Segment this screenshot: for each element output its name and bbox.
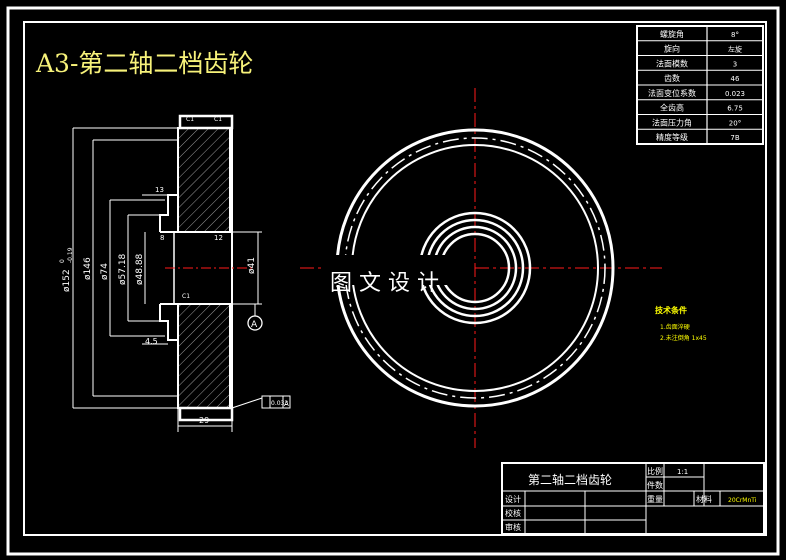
param-label: 法面模数 [656, 58, 688, 68]
review-label: 审核 [505, 522, 521, 532]
front-view: 图 文 设 计 [300, 88, 662, 448]
section-view: A 0.033 A ø152 0 -0.19 ø146 ø74 ø57.18 ø… [59, 114, 291, 432]
scale-value: 1:1 [677, 468, 688, 476]
param-value: 6.75 [727, 105, 743, 113]
dim-outer-diameter: ø152 [62, 269, 72, 292]
chamfer-label-1: C1 [186, 116, 194, 123]
section-hatch-upper [177, 127, 231, 233]
material-value: 20CrMnTi [728, 497, 757, 504]
param-label: 旋向 [664, 44, 680, 54]
param-value: 20° [729, 119, 741, 127]
dim-outer-tol-upper: 0 [59, 259, 66, 263]
weight-label: 重量 [647, 494, 663, 504]
inner-frame [23, 21, 767, 536]
datum-a-circle [247, 315, 263, 331]
section-hatch-lower [177, 303, 231, 409]
check-label: 校核 [505, 508, 521, 518]
dim-146: ø146 [83, 257, 93, 280]
param-label: 精度等级 [656, 132, 688, 142]
chamfer-label-2: C1 [214, 116, 222, 123]
dim-8: 8 [160, 234, 164, 242]
param-value: 46 [731, 75, 740, 83]
outer-frame [6, 6, 780, 556]
param-value: 左旋 [728, 45, 742, 54]
drawing-title: A3-第二轴二档齿轮 [35, 49, 253, 78]
tech-note-1: 1.齿面淬硬 [660, 323, 690, 331]
dim-29: 29 [199, 416, 209, 425]
dim-57: ø57.18 [118, 253, 128, 285]
tolerance-frame: 0.033 A [261, 395, 291, 409]
tech-notes-heading: 技术条件 [655, 305, 687, 315]
tech-notes: 技术条件 1.齿面淬硬 2.未注倒角 1x45 [655, 305, 707, 342]
watermark: 图 文 设 计 [330, 271, 439, 296]
tech-note-2: 2.未注倒角 1x45 [660, 334, 707, 342]
dim-48: ø48.88 [135, 253, 145, 285]
param-label: 齿数 [664, 73, 680, 83]
count-label: 件数 [647, 480, 663, 490]
svg-text:A: A [284, 400, 289, 408]
param-value: 0.023 [725, 90, 745, 98]
param-label: 法面压力角 [652, 117, 692, 127]
dim-outer-tol-lower: -0.19 [67, 247, 74, 263]
material-label: 材料 [696, 494, 712, 504]
design-label: 设计 [505, 494, 521, 504]
dim-45: 4.5 [145, 337, 158, 346]
dim-74: ø74 [100, 263, 110, 280]
param-label: 全齿高 [660, 103, 684, 113]
title-block-name: 第二轴二档齿轮 [528, 472, 612, 487]
svg-text:0.033: 0.033 [271, 400, 288, 407]
param-label: 螺旋角 [660, 29, 684, 39]
param-value: 7B [730, 134, 739, 142]
dim-12: 12 [214, 234, 223, 242]
title-block: 第二轴二档齿轮 比例 1:1 件数 重量 材料 20CrMnTi 设计 校核 审… [501, 462, 765, 535]
param-label: 法面变位系数 [648, 88, 696, 98]
param-value: 8° [731, 31, 739, 39]
chamfer-label-3: C1 [182, 293, 190, 300]
dim-41: ø41 [247, 257, 257, 274]
param-value: 3 [733, 60, 737, 68]
dim-13: 13 [155, 186, 164, 194]
datum-a-label: A [251, 320, 258, 330]
scale-label: 比例 [647, 466, 663, 476]
